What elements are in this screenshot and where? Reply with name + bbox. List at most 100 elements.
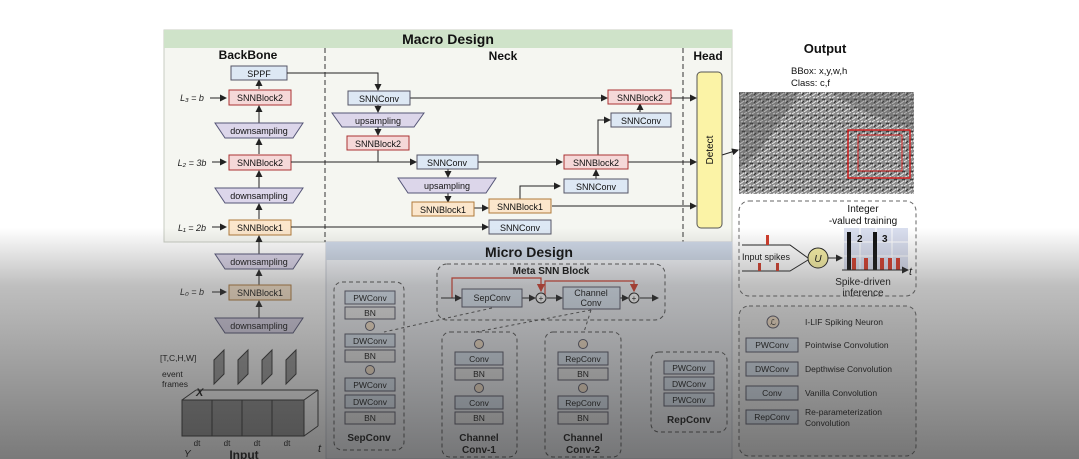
level-label-l2: L₂ = 3b: [178, 158, 207, 168]
upsampling-top: [331, 112, 425, 128]
input-frames: frames: [162, 379, 188, 389]
out-spike: [896, 258, 900, 270]
upsampling-top-label: upsampling: [355, 116, 401, 126]
neck-snnconv-low-label: SNNConv: [500, 223, 541, 233]
out-spike: [888, 258, 892, 270]
meta-channel-line1: Channel: [574, 288, 608, 298]
repconv-pwconv-2: PWConv: [672, 395, 706, 405]
meta-add-2-glyph: +: [632, 294, 637, 303]
input-t-axis: t: [318, 443, 322, 455]
cc1-bn-2: BN: [473, 413, 485, 423]
upsampling-mid-label: upsampling: [424, 181, 470, 191]
meta-sepconv-label: SepConv: [473, 293, 511, 303]
neck-snnblock2-b-label: SNNBlock2: [573, 158, 619, 168]
legend-panel: [738, 305, 917, 457]
out-spike: [880, 258, 884, 270]
macro-header: [164, 30, 732, 48]
neck-title: Neck: [489, 49, 518, 63]
neck-snnblock2-c-label: SNNBlock2: [617, 93, 663, 103]
input-event: event: [162, 369, 183, 379]
cc2-caption-2: Conv-2: [566, 445, 600, 456]
meta-add-1-glyph: +: [539, 294, 544, 303]
int-spike-2-label: 2: [857, 234, 863, 245]
backbone-snnblock2-mid-label: SNNBlock2: [237, 158, 283, 168]
legend-lif-text: I-LIF Spiking Neuron: [805, 317, 883, 327]
neck-snnconv-right-top-label: SNNConv: [621, 116, 662, 126]
input-dt-4: dt: [284, 439, 291, 448]
out-spike: [864, 258, 868, 270]
sepconv-pwconv-2: PWConv: [353, 380, 387, 390]
cc1-caption-1: Channel: [459, 433, 499, 444]
output-title: Output: [804, 41, 847, 56]
downsampling-0-label: downsampling: [230, 321, 288, 331]
upsampling-mid: [397, 177, 497, 194]
head-title: Head: [693, 49, 722, 63]
downsampling-1-label: downsampling: [230, 257, 288, 267]
out-spike: [852, 258, 856, 270]
cc2-bn-2: BN: [577, 413, 589, 423]
micro-title: Micro Design: [485, 244, 573, 260]
event-frames: [213, 348, 297, 386]
neck-snnblock1-a-label: SNNBlock1: [420, 205, 466, 215]
neuron-u-label: U: [814, 254, 822, 265]
input-dt-3: dt: [254, 439, 261, 448]
repconv-caption: RepConv: [667, 415, 711, 426]
sepconv-bn-3: BN: [364, 413, 376, 423]
sepconv-dwconv-1: DWConv: [353, 336, 388, 346]
sepconv-pwconv-1: PWConv: [353, 293, 387, 303]
detect-label: Detect: [705, 135, 716, 164]
sepconv-bn-2: BN: [364, 351, 376, 361]
input-y-axis: Y: [184, 449, 192, 459]
backbone-title: BackBone: [219, 48, 278, 62]
output-bbox-red-1: [847, 129, 911, 179]
backbone-snnblock1-low-label: SNNBlock1: [237, 288, 283, 298]
legend-dwconv-text: Depthwise Convolution: [805, 364, 892, 374]
int-spike-3-label: 3: [882, 234, 888, 245]
cc1-conv-2: Conv: [469, 398, 490, 408]
legend-dwconv-key: DWConv: [755, 364, 790, 374]
input-caption: Input: [229, 448, 258, 459]
cc2-repconv-2: RepConv: [565, 398, 601, 408]
spike-driven-label: Spike-driven: [835, 277, 891, 288]
spike-input-label: Input spikes: [742, 252, 791, 262]
neck-snnconv-top-label: SNNConv: [359, 94, 400, 104]
output-class: Class: c,f: [791, 78, 830, 89]
legend-repconv-text-2: Convolution: [805, 418, 850, 428]
legend-conv-key: Conv: [762, 388, 783, 398]
sepconv-caption: SepConv: [347, 433, 391, 444]
cc1-caption-2: Conv-1: [462, 445, 496, 456]
neck-snnconv-top: [347, 90, 411, 106]
downsampling-2-label: downsampling: [230, 191, 288, 201]
legend-lif-glyph: ℒ: [770, 318, 776, 327]
input-dt-2: dt: [224, 439, 231, 448]
backbone-snnblock1-mid-label: SNNBlock1: [237, 223, 283, 233]
legend-repconv-key: RepConv: [754, 412, 790, 422]
downsampling-3: [214, 122, 304, 139]
legend-pwconv-text: Pointwise Convolution: [805, 340, 889, 350]
int-spike-2: [847, 232, 851, 270]
cc2-caption-1: Channel: [563, 433, 603, 444]
repconv-pwconv-1: PWConv: [672, 363, 706, 373]
cc2-repconv-1: RepConv: [565, 354, 601, 364]
meta-title: Meta SNN Block: [513, 266, 590, 277]
repconv-stack: PWConv DWConv PWConv: [663, 360, 715, 407]
neck-snnblock1-a: [411, 201, 475, 217]
spike-training-label: -valued training: [829, 216, 897, 227]
neck-arrows: [287, 72, 739, 231]
legend-pwconv-key: PWConv: [755, 340, 789, 350]
output-image-shade-2: [830, 92, 914, 130]
meta-channel-line2: Conv: [580, 298, 602, 308]
sepconv-stack: PWConv BN DWConv BN PWConv DWConv BN: [344, 290, 396, 425]
sepconv-dwconv-2: DWConv: [353, 397, 388, 407]
repconv-dwconv: DWConv: [672, 379, 707, 389]
legend-conv-text: Vanilla Convolution: [805, 388, 877, 398]
cc2-bn-1: BN: [577, 369, 589, 379]
spike-input-bar: [766, 235, 769, 245]
sppf-label: SPPF: [247, 69, 271, 79]
macro-title: Macro Design: [402, 31, 494, 47]
spike-integer-label: Integer: [847, 204, 879, 215]
output-image-shade: [739, 92, 800, 170]
output-event-image: [739, 92, 914, 194]
